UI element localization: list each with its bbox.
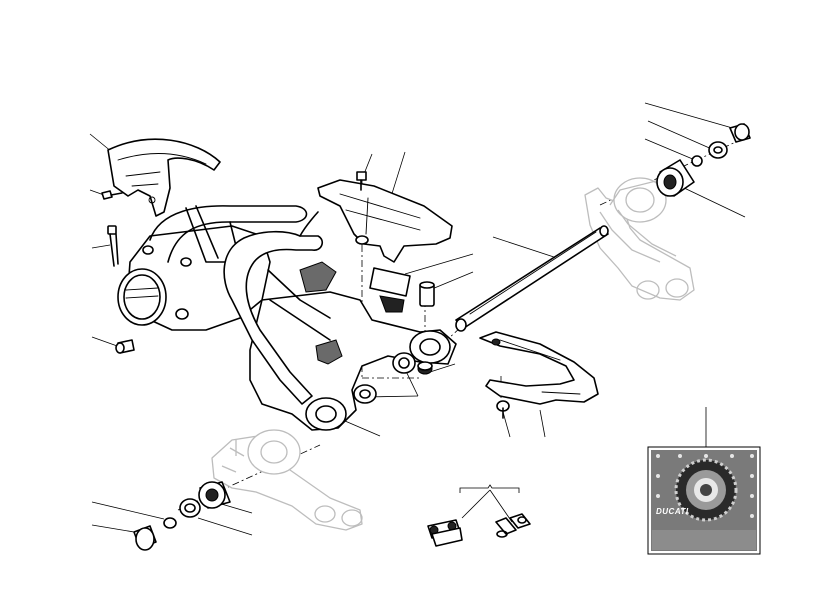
guard-screw — [356, 171, 367, 191]
sprocket-graphic — [674, 458, 738, 522]
chain-slider — [479, 331, 599, 405]
panel-logo: DUCATI — [656, 507, 689, 516]
swingarm-pivot-bolt — [107, 225, 119, 267]
slider-screw — [496, 400, 510, 419]
chain-guard-cover — [107, 138, 221, 217]
upper-chain-guard — [317, 179, 453, 263]
lower-bolt-stack — [133, 481, 231, 551]
washers — [353, 352, 433, 404]
callout-leader-lines — [89, 102, 746, 536]
panel-dots — [656, 454, 754, 518]
swingarm-pivot-shaft — [455, 225, 609, 332]
sticker-kit-panel: DUCATI — [647, 446, 761, 555]
upper-bolt-stack — [656, 123, 751, 197]
rear-linkage-lower — [211, 429, 363, 531]
swingarm — [117, 205, 457, 431]
chain-links — [427, 513, 531, 547]
spacer-sleeve — [419, 281, 435, 307]
cover-screw — [101, 190, 123, 200]
pivot-bushing-screw — [115, 339, 135, 354]
sticker-plate — [369, 267, 411, 297]
